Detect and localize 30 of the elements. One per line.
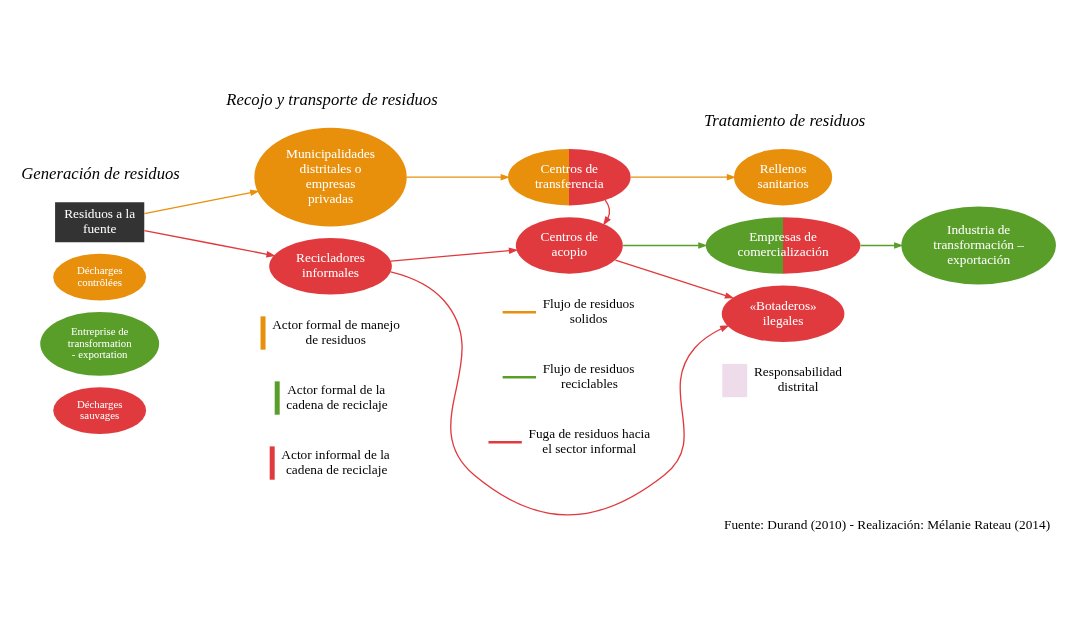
arrow (614, 259, 735, 299)
label: Generación de residuos (21, 163, 180, 183)
arrow (629, 173, 737, 181)
node-ellipse: Entreprise de transformation - exportation (40, 311, 160, 376)
node-ellipse: Recicladores informales (269, 238, 392, 295)
node-ellipse: Décharges contrôlées (53, 253, 147, 301)
legend-label: Flujo de residuos reciclables (542, 360, 635, 391)
arrow (622, 242, 708, 249)
node-box: Residuos a la fuente (55, 202, 145, 243)
arrow (143, 229, 276, 258)
legend-label: Actor informal de la cadena de reciclaje (281, 446, 390, 477)
legend-label: Flujo de residuos solidos (542, 295, 635, 326)
node-ellipse: Municipalidades distritales o empresas privadas (254, 127, 407, 227)
node-ellipse: Rellenos sanitarios (734, 148, 833, 206)
label: Recojo y transporte de residuos (226, 89, 438, 109)
node-ellipse: Centros de transferencia (508, 148, 631, 206)
arrow (390, 271, 730, 516)
arrow (390, 247, 519, 262)
arrow (143, 189, 260, 215)
node-ellipse: Industria de transformación – exportación (901, 206, 1056, 285)
legend-label: Actor formal de manejo de residuos (272, 316, 400, 347)
legend-label: Fuga de residuos hacia el sector informal (528, 425, 651, 456)
node-ellipse: Décharges sauvages (53, 387, 147, 434)
legend-label: Responsabilidad distrital (753, 364, 843, 395)
arrow (406, 173, 510, 181)
legend-label: Actor formal de la cadena de reciclaje (286, 381, 388, 412)
arrow (603, 199, 611, 226)
arrow (859, 242, 904, 249)
caption: Fuente: Durand (2010) - Realización: Mélanie Rateau (2014) (724, 517, 1051, 532)
label: Tratamiento de residuos (703, 110, 866, 130)
